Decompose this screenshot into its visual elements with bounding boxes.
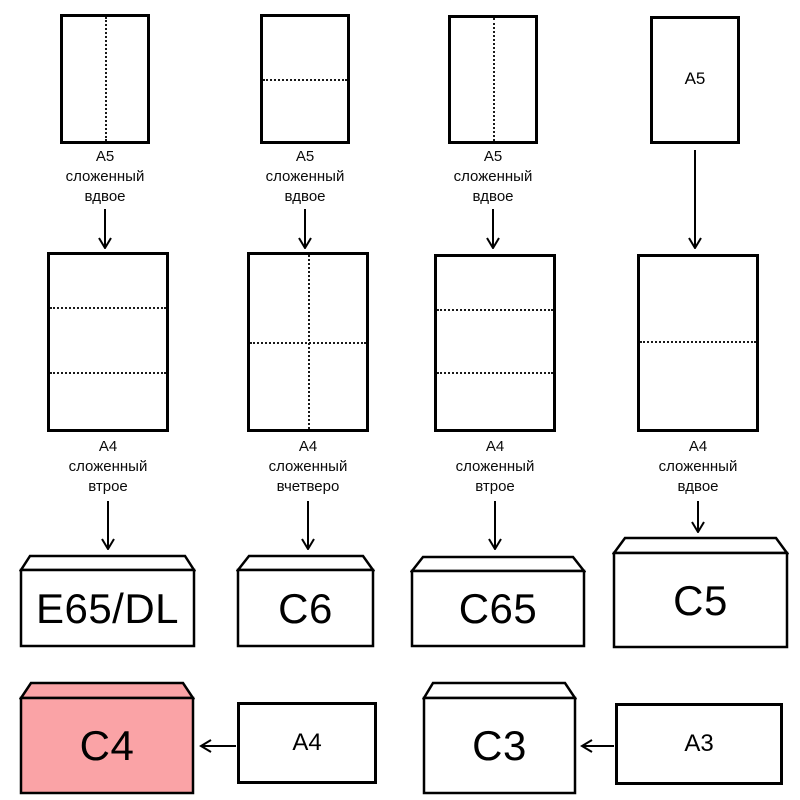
fold-line-horizontal [250,342,366,344]
down-arrow [691,501,705,533]
down-arrow [486,209,500,249]
caption-line: A4 [485,438,505,455]
envelope-c4-highlighted: C4 [19,681,195,795]
caption-line: вдвое [84,188,126,205]
caption-line: сложенный [658,458,738,475]
down-arrow [488,501,502,550]
envelope-c6: C6 [236,554,375,648]
caption-line: A5 [295,148,315,165]
sheet-label: A5 [684,69,706,88]
sheet-a4-quarterfold [247,252,369,432]
envelope-label: C6 [278,584,333,632]
envelope-label: C4 [79,722,135,769]
fold-line-horizontal [437,372,553,375]
envelope-label: E65/DL [35,584,180,632]
sheet-caption: A4 сложенный вдвое [623,437,773,497]
envelope-e65dl: E65/DL [19,554,196,648]
sheet-a5-vertical-fold-1 [60,14,150,144]
sheet-a4-trifold-2 [434,254,556,432]
fold-line-vertical [105,17,107,141]
left-arrow [199,739,236,753]
envelope-shape [236,554,375,648]
fold-line-horizontal [437,308,553,311]
envelope-shape [410,555,586,648]
caption-line: вдвое [677,478,719,495]
caption-line: сложенный [65,168,145,185]
fold-line-horizontal [50,371,166,374]
caption-line: сложенный [455,458,535,475]
caption-line: вчетверо [276,478,340,495]
down-arrow [688,150,702,249]
envelope-label: C3 [472,722,527,769]
sheet-a5-unfolded: A5 [650,16,740,144]
envelope-shape [19,554,196,648]
caption-line: A5 [95,148,115,165]
caption-line: вдвое [284,188,326,205]
caption-line: сложенный [68,458,148,475]
sheet-caption: A4 сложенный вчетверо [233,437,383,497]
sheet-caption: A5 сложенный вдвое [30,147,180,207]
caption-line: A5 [483,148,503,165]
sheet-a3-flat: A3 [615,703,783,785]
sheet-caption: A4 сложенный втрое [420,437,570,497]
sheet-caption: A5 сложенный вдвое [418,147,568,207]
envelope-label: C65 [458,585,538,632]
sheet-a5-horizontal-fold [260,14,350,144]
down-arrow [101,501,115,550]
envelope-label: C5 [673,576,728,624]
fold-line-vertical [493,18,495,141]
sheet-a4-flat: A4 [237,702,377,784]
fold-line-horizontal [640,341,756,344]
sheet-label: A3 [684,730,714,757]
caption-line: сложенный [268,458,348,475]
fold-line-horizontal [263,79,347,81]
sheet-a4-halffold [637,254,759,432]
sheet-caption: A4 сложенный втрое [33,437,183,497]
caption-line: A4 [688,438,708,455]
envelope-flap [19,681,195,700]
envelope-body [19,696,195,795]
envelope-c5: C5 [612,536,789,649]
sheet-a5-vertical-fold-2 [448,15,538,144]
caption-line: сложенный [453,168,533,185]
envelope-shape [19,681,195,795]
left-arrow [580,739,614,753]
down-arrow [301,501,315,550]
envelope-shape [422,681,577,795]
sheet-caption: A5 сложенный вдвое [230,147,380,207]
caption-line: A4 [298,438,318,455]
envelope-c65: C65 [410,555,586,648]
fold-line-horizontal [50,307,166,310]
caption-line: A4 [98,438,118,455]
sheet-a4-trifold-1 [47,252,169,432]
caption-line: сложенный [265,168,345,185]
caption-line: вдвое [472,188,514,205]
envelope-c3: C3 [422,681,577,795]
down-arrow [298,209,312,249]
sheet-label: A4 [292,729,322,756]
caption-line: втрое [88,478,128,495]
down-arrow [98,209,112,249]
envelope-shape [612,536,789,649]
caption-line: втрое [475,478,515,495]
